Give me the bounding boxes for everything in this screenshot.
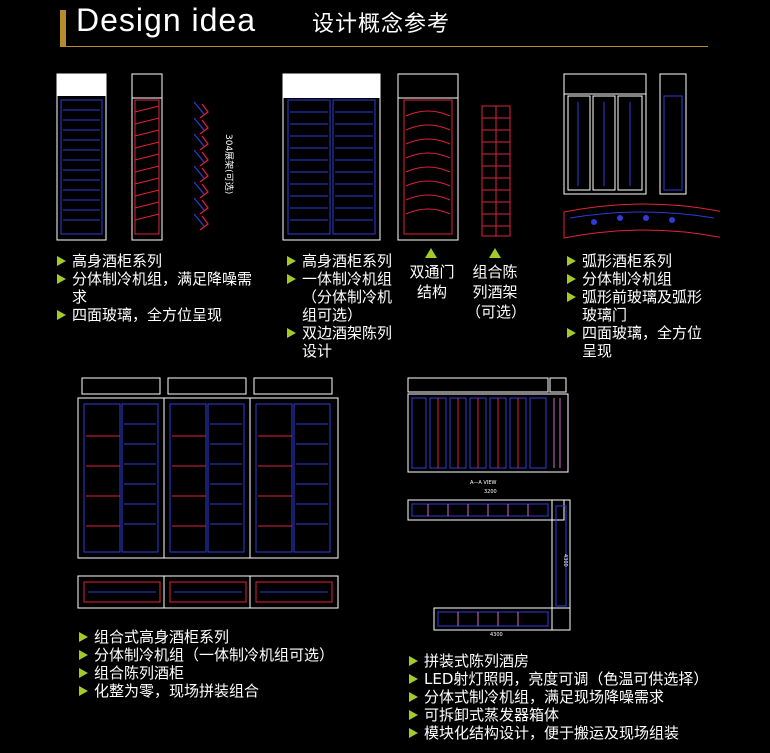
page-title-en: Design idea bbox=[76, 2, 256, 38]
arrow-up-icon bbox=[425, 248, 437, 258]
caption-rack: 组合陈列酒架（可选） bbox=[466, 263, 527, 321]
drawing-combination-cabinets bbox=[76, 376, 340, 612]
list-item: 化整为零，现场拼装组合 bbox=[78, 682, 378, 700]
list-item: LED射灯照明，亮度可调（色温可供选择） bbox=[408, 670, 748, 688]
list-item: 高身酒柜系列 bbox=[56, 252, 256, 270]
dimension-top: 3200 bbox=[484, 489, 497, 495]
list-item: 分体制冷机组 bbox=[566, 270, 716, 288]
section1-list: 高身酒柜系列 分体制冷机组，满足降噪需求 四面玻璃，全方位呈现 bbox=[56, 252, 256, 324]
drawing-tall-cabinet: 304展架(可选) bbox=[56, 72, 236, 244]
list-item: 拼装式陈列酒房 bbox=[408, 652, 748, 670]
dimension-bottom: 4300 bbox=[490, 632, 503, 638]
header-accent-bar bbox=[60, 10, 66, 46]
list-item: 双边酒架陈列设计 bbox=[286, 324, 404, 360]
caption-double-door: 双通门结构 bbox=[409, 263, 455, 301]
list-item: 分体式制冷机组，满足现场降噪需求 bbox=[408, 688, 748, 706]
list-item: 组合式高身酒柜系列 bbox=[78, 628, 378, 646]
section5-list: 拼装式陈列酒房 LED射灯照明，亮度可调（色温可供选择） 分体式制冷机组，满足现… bbox=[408, 652, 748, 742]
drawing-wine-room: A—A VIEW 3200 4300 4300 bbox=[404, 376, 574, 638]
list-item: 四面玻璃，全方位呈现 bbox=[56, 306, 256, 324]
section4-list: 组合式高身酒柜系列 分体制冷机组（一体制冷机组可选） 组合陈列酒柜 化整为零，现… bbox=[78, 628, 378, 700]
list-item: 模块化结构设计，便于搬运及现场组装 bbox=[408, 724, 748, 742]
list-item: 可拆卸式蒸发器箱体 bbox=[408, 706, 748, 724]
section2-list: 高身酒柜系列 一体制冷机组（分体制冷机组可选） 双边酒架陈列设计 bbox=[286, 252, 404, 360]
list-item: 四面玻璃，全方位呈现 bbox=[566, 324, 716, 360]
list-item: 高身酒柜系列 bbox=[286, 252, 404, 270]
list-item: 弧形酒柜系列 bbox=[566, 252, 716, 270]
vertical-rack-label: 304展架(可选) bbox=[223, 134, 235, 194]
header-divider bbox=[60, 46, 708, 47]
drawing-double-door bbox=[282, 72, 522, 244]
list-item: 分体制冷机组（一体制冷机组可选） bbox=[78, 646, 378, 664]
dimension-side: 4300 bbox=[562, 554, 568, 567]
list-item: 弧形前玻璃及弧形玻璃门 bbox=[566, 288, 716, 324]
list-item: 组合陈列酒柜 bbox=[78, 664, 378, 682]
list-item: 一体制冷机组（分体制冷机组可选） bbox=[286, 270, 404, 324]
drawing-curved-cabinet bbox=[560, 72, 720, 244]
section3-list: 弧形酒柜系列 分体制冷机组 弧形前玻璃及弧形玻璃门 四面玻璃，全方位呈现 bbox=[566, 252, 716, 360]
section-view-label: A—A VIEW bbox=[470, 480, 496, 486]
list-item: 分体制冷机组，满足降噪需求 bbox=[56, 270, 256, 306]
page-title-cn: 设计概念参考 bbox=[312, 12, 451, 37]
arrow-up-icon bbox=[489, 248, 501, 258]
